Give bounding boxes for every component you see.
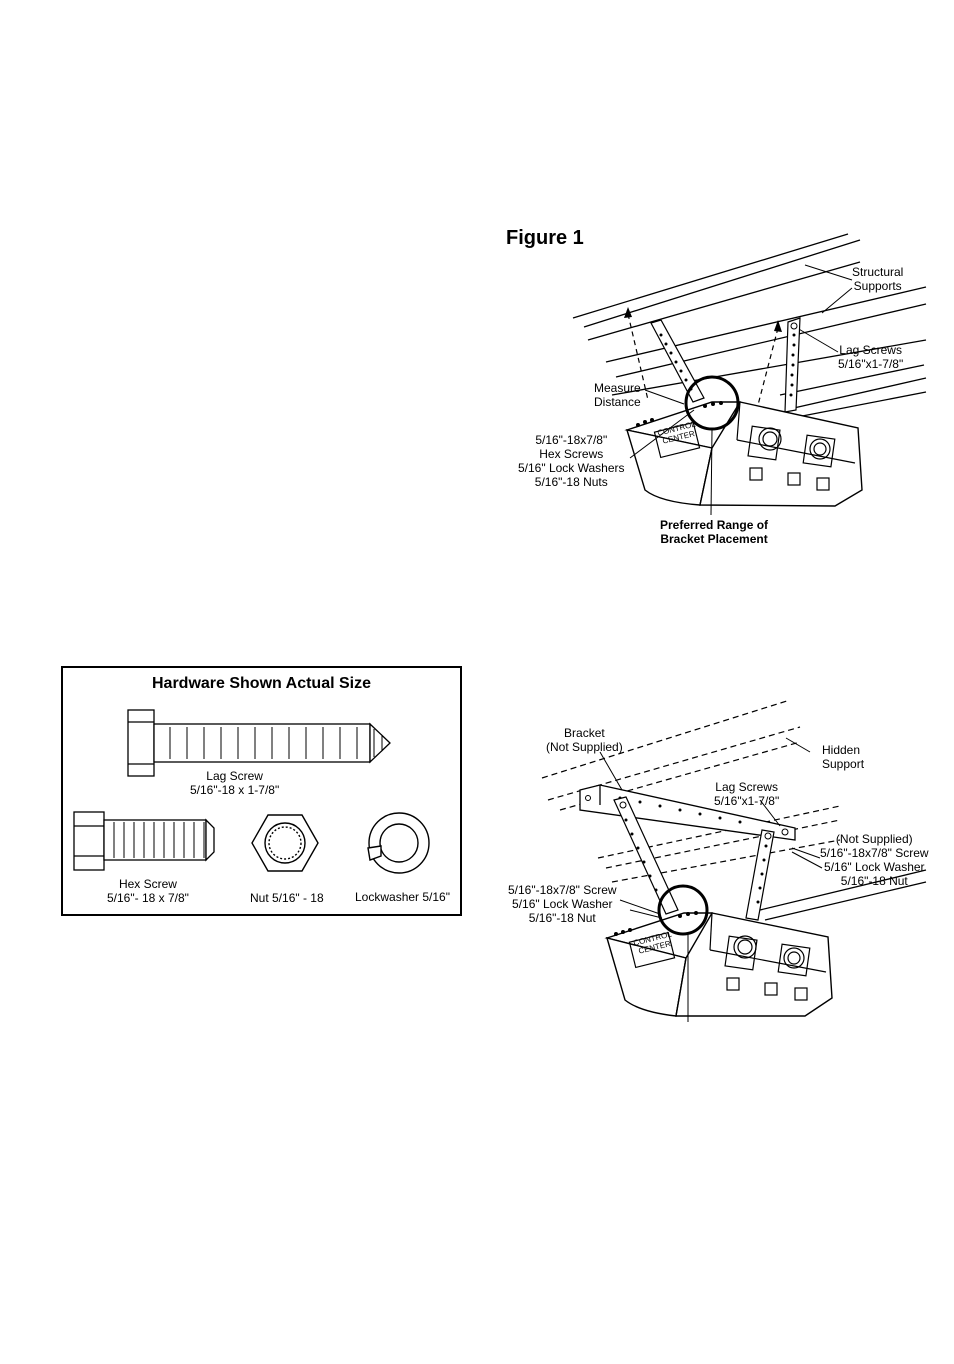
hex-screw-icon [73, 811, 215, 871]
nut-icon [251, 814, 319, 872]
bracket-not-supplied-label: Bracket (Not Supplied) [546, 726, 623, 754]
preferred-range-label: Preferred Range of Bracket Placement [660, 518, 769, 546]
measure-distance-label: Measure Distance [594, 381, 641, 409]
lag-screws-label-2: Lag Screws 5/16"x1-7/8" [714, 780, 780, 808]
not-supplied-hardware-label: (Not Supplied) 5/16"-18x7/8" Screw 5/16"… [820, 832, 929, 888]
structural-supports-label: Structural Supports [852, 265, 904, 293]
hidden-support-label: Hidden Support [822, 743, 865, 771]
lockwasher-caption: Lockwasher 5/16" [355, 890, 450, 904]
figure-1-title: Figure 1 [506, 227, 584, 249]
lag-screws-label: Lag Screws 5/16"x1-7/8" [838, 343, 904, 371]
nut-caption: Nut 5/16" - 18 [250, 891, 324, 905]
lag-screw-icon [127, 709, 391, 777]
lag-screw-caption: Lag Screw 5/16"-18 x 1-7/8" [190, 769, 280, 797]
hex-screw-caption: Hex Screw 5/16"- 18 x 7/8" [107, 877, 189, 905]
hex-screws-label: 5/16"-18x7/8" Hex Screws 5/16" Lock Wash… [518, 433, 625, 489]
screw-washer-nut-label: 5/16"-18x7/8" Screw 5/16" Lock Washer 5/… [508, 883, 617, 925]
hardware-box [61, 666, 462, 916]
lockwasher-icon [367, 812, 430, 874]
hardware-title: Hardware Shown Actual Size [151, 675, 371, 692]
